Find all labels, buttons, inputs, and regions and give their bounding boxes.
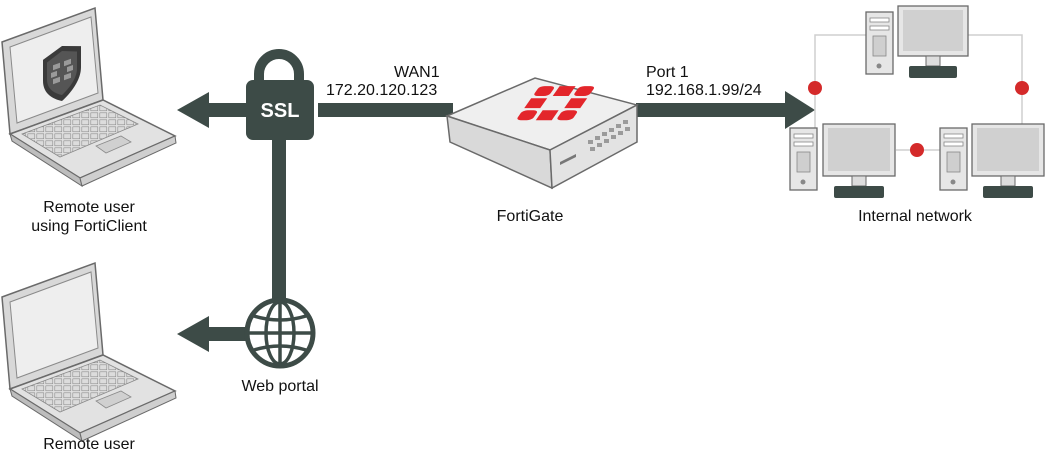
forticlient-user-label-line2: using FortiClient: [31, 218, 147, 235]
port1-ip: 192.168.1.99/24: [646, 82, 762, 99]
workstation-left: [789, 123, 896, 198]
fortigate-device: [444, 77, 640, 190]
internal-network-label: Internal network: [858, 208, 972, 225]
ssl-webportal-link: [272, 140, 286, 300]
forticlient-user-label-line1: Remote user: [43, 199, 135, 216]
ssl-label: SSL: [261, 100, 300, 122]
workstation-right: [939, 123, 1045, 198]
globe-icon: [244, 297, 316, 369]
arrow-to-internal-network: [785, 91, 815, 129]
wan1-ip: 172.20.120.123: [326, 82, 438, 99]
fortinet-logo: [517, 86, 595, 121]
fortigate-label: FortiGate: [496, 208, 564, 225]
connectors: [177, 91, 815, 352]
port1-name: Port 1: [646, 64, 689, 81]
web-user-label: Remote user: [43, 436, 135, 453]
laptop-forticlient: [1, 6, 177, 188]
shield-icon: [43, 46, 81, 101]
wan1-link: [318, 103, 453, 117]
port1-link: [636, 103, 786, 117]
workstation-top: [865, 5, 969, 78]
internal-network: [789, 5, 1045, 198]
arrow-to-forticlient-user: [177, 92, 209, 128]
link-dots: [808, 81, 1029, 157]
wan1-name: WAN1: [394, 64, 440, 81]
laptop-web-user: [1, 261, 177, 443]
lock-icon: SSL: [246, 49, 314, 140]
arrow-to-web-user: [177, 316, 209, 352]
web-portal-label: Web portal: [241, 378, 319, 395]
